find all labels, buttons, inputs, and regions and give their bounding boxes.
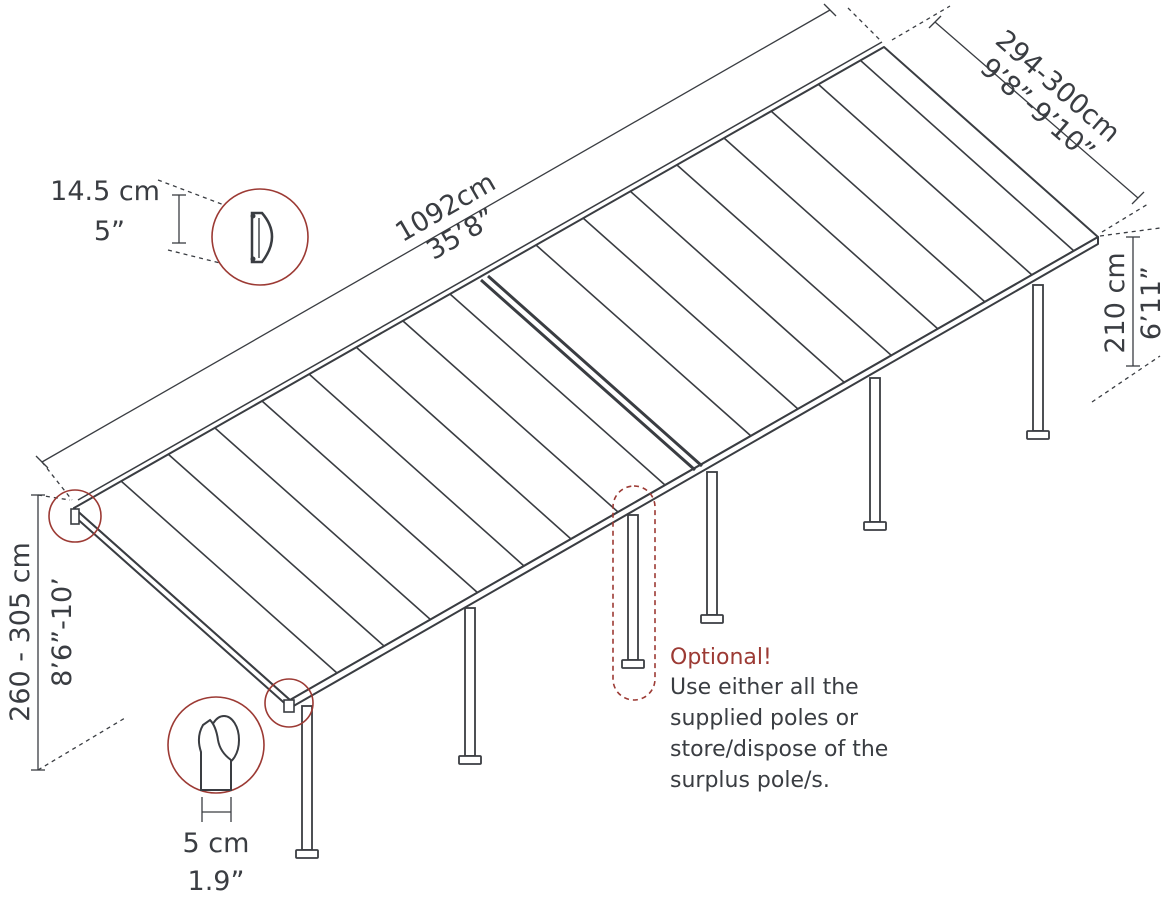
post-1 xyxy=(295,705,319,859)
gutter-profile-detail xyxy=(211,188,309,286)
dimension-lines xyxy=(31,3,1161,822)
pole-width-cm-label: 5 cm xyxy=(183,828,250,859)
gutter-height-cm-label: 14.5 cm xyxy=(50,176,160,207)
post-3-optional xyxy=(621,514,645,669)
optional-note: Optional! Use either all the supplied po… xyxy=(670,645,888,793)
panel-rafters xyxy=(120,59,1075,674)
wall-height-cm-label: 210 cm xyxy=(1100,252,1131,353)
wall-end-detail xyxy=(48,489,102,543)
gutter-height-in-label: 5” xyxy=(94,216,125,247)
post-5 xyxy=(863,377,887,531)
post-6 xyxy=(1026,284,1050,440)
pole-width-in-label: 1.9” xyxy=(188,866,245,897)
optional-pole-highlight xyxy=(612,485,656,701)
center-joint xyxy=(480,274,703,472)
front-height-in-label: 8’6”-10’ xyxy=(47,577,78,687)
wall-height-in-label: 6’11” xyxy=(1136,266,1167,340)
post-2 xyxy=(458,607,482,765)
downspout-detail xyxy=(167,696,265,794)
note-line-3: store/dispose of the xyxy=(670,737,888,762)
posts xyxy=(295,284,1050,859)
front-height-cm-label: 260 - 305 cm xyxy=(5,542,36,722)
note-line-2: supplied poles or xyxy=(670,706,859,731)
note-title: Optional! xyxy=(670,645,772,670)
length-dimension-line xyxy=(41,9,831,463)
detail-callouts xyxy=(48,188,314,794)
depth-dimension-line xyxy=(934,21,1139,199)
roof xyxy=(73,41,1099,709)
note-line-4: surplus pole/s. xyxy=(670,768,830,793)
corner-detail xyxy=(264,678,314,728)
post-4 xyxy=(700,471,724,624)
wall-beam xyxy=(77,41,883,501)
note-line-1: Use either all the xyxy=(670,675,859,700)
